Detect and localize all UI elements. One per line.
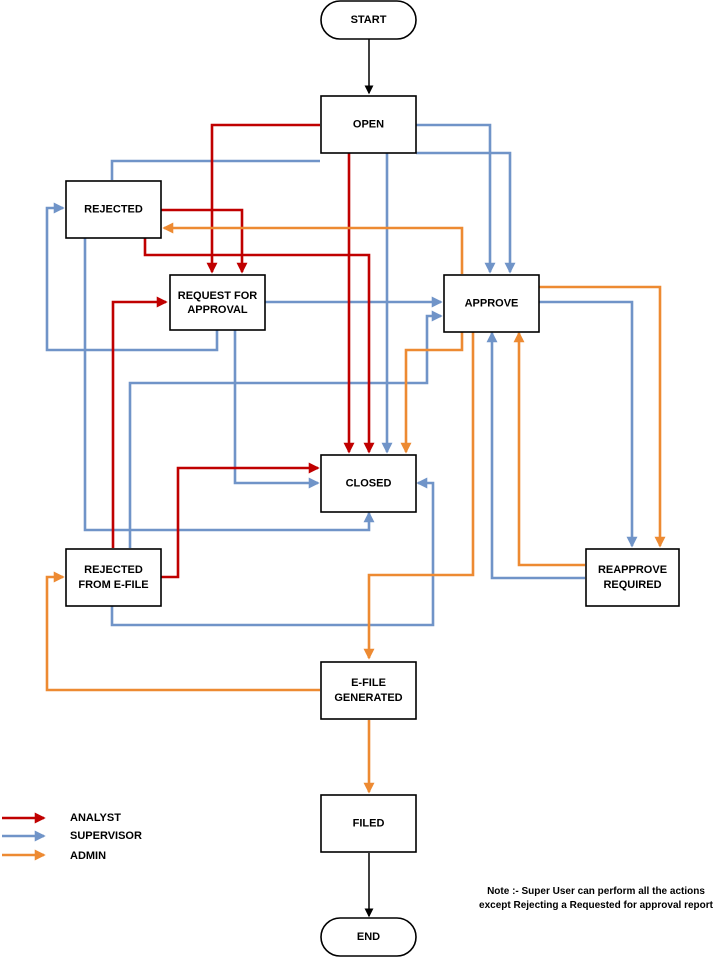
- node-end-label: END: [357, 931, 380, 943]
- edge-approve-to-closed: [400, 332, 464, 454]
- edge-efile-to-rejected-efile: [45, 571, 320, 692]
- node-rejected-label: REJECTED: [84, 203, 143, 215]
- legend-admin-label: ADMIN: [70, 850, 106, 862]
- edge-approve-to-reapprove: [539, 300, 638, 548]
- edge-reapprove-to-approve-admin: [513, 331, 585, 567]
- note-line1: Note :- Super User can perform all the a…: [487, 886, 705, 897]
- note: Note :- Super User can perform all the a…: [479, 886, 714, 911]
- supervisor-edges: [45, 123, 638, 627]
- node-rejected: REJECTED: [65, 180, 162, 239]
- legend-analyst-label: ANALYST: [70, 812, 121, 824]
- edge-open-to-approve-b: [416, 151, 516, 274]
- note-line2: except Rejecting a Requested for approva…: [479, 900, 714, 911]
- node-efile-line1: E-FILE: [351, 677, 386, 689]
- node-closed-label: CLOSED: [346, 477, 392, 489]
- node-rejected-efile-line2: FROM E-FILE: [78, 579, 148, 591]
- node-reapprove-line2: REQUIRED: [603, 579, 661, 591]
- node-reapprove-required: REAPPROVE REQUIRED: [585, 548, 680, 607]
- node-efile-line2: GENERATED: [334, 692, 402, 704]
- edge-rejected-to-closed: [143, 238, 375, 454]
- node-rejected-efile-line1: REJECTED: [84, 564, 143, 576]
- edge-efile-rejected-to-approve: [128, 310, 443, 548]
- edge-efile-rejected-to-request: [111, 296, 168, 548]
- edge-request-to-closed: [233, 330, 320, 489]
- edge-approve-to-efile: [363, 332, 475, 660]
- edge-reapprove-to-approve: [486, 331, 585, 580]
- node-filed: FILED: [320, 794, 417, 853]
- admin-edges: [45, 222, 666, 794]
- analyst-edges: [111, 123, 375, 579]
- node-approve-label: APPROVE: [465, 297, 519, 309]
- node-rejected-from-efile: REJECTED FROM E-FILE: [65, 548, 162, 607]
- node-open-label: OPEN: [353, 118, 384, 130]
- edge-open-to-approve-a: [416, 123, 496, 274]
- node-filed-label: FILED: [353, 817, 385, 829]
- edge-efile-rejected-to-closed: [110, 477, 435, 627]
- node-closed: CLOSED: [320, 454, 417, 513]
- edge-rejected-to-closed: [83, 238, 375, 532]
- edge-open-to-request: [206, 123, 320, 274]
- edge-rejected-to-open-line: [110, 159, 320, 180]
- node-efile-generated: E-FILE GENERATED: [320, 661, 417, 720]
- node-approve: APPROVE: [443, 274, 540, 333]
- edge-efile-rejected-to-closed-red: [161, 462, 320, 579]
- legend: ANALYST SUPERVISOR ADMIN: [2, 812, 142, 862]
- node-reapprove-line1: REAPPROVE: [598, 564, 667, 576]
- node-open: OPEN: [320, 95, 417, 154]
- node-request-for-approval: REQUEST FOR APPROVAL: [169, 274, 266, 331]
- node-start-label: START: [351, 14, 387, 26]
- edge-rejected-to-request: [161, 208, 248, 274]
- node-end: END: [320, 917, 417, 957]
- edge-approve-to-rejected: [162, 222, 464, 274]
- edge-approve-to-reapprove-admin: [539, 285, 666, 548]
- node-request-label-line1: REQUEST FOR: [178, 290, 258, 302]
- node-start: START: [320, 0, 417, 40]
- node-request-label-line2: APPROVAL: [187, 304, 248, 316]
- edge-request-to-rejected: [45, 202, 219, 352]
- legend-supervisor-label: SUPERVISOR: [70, 830, 142, 842]
